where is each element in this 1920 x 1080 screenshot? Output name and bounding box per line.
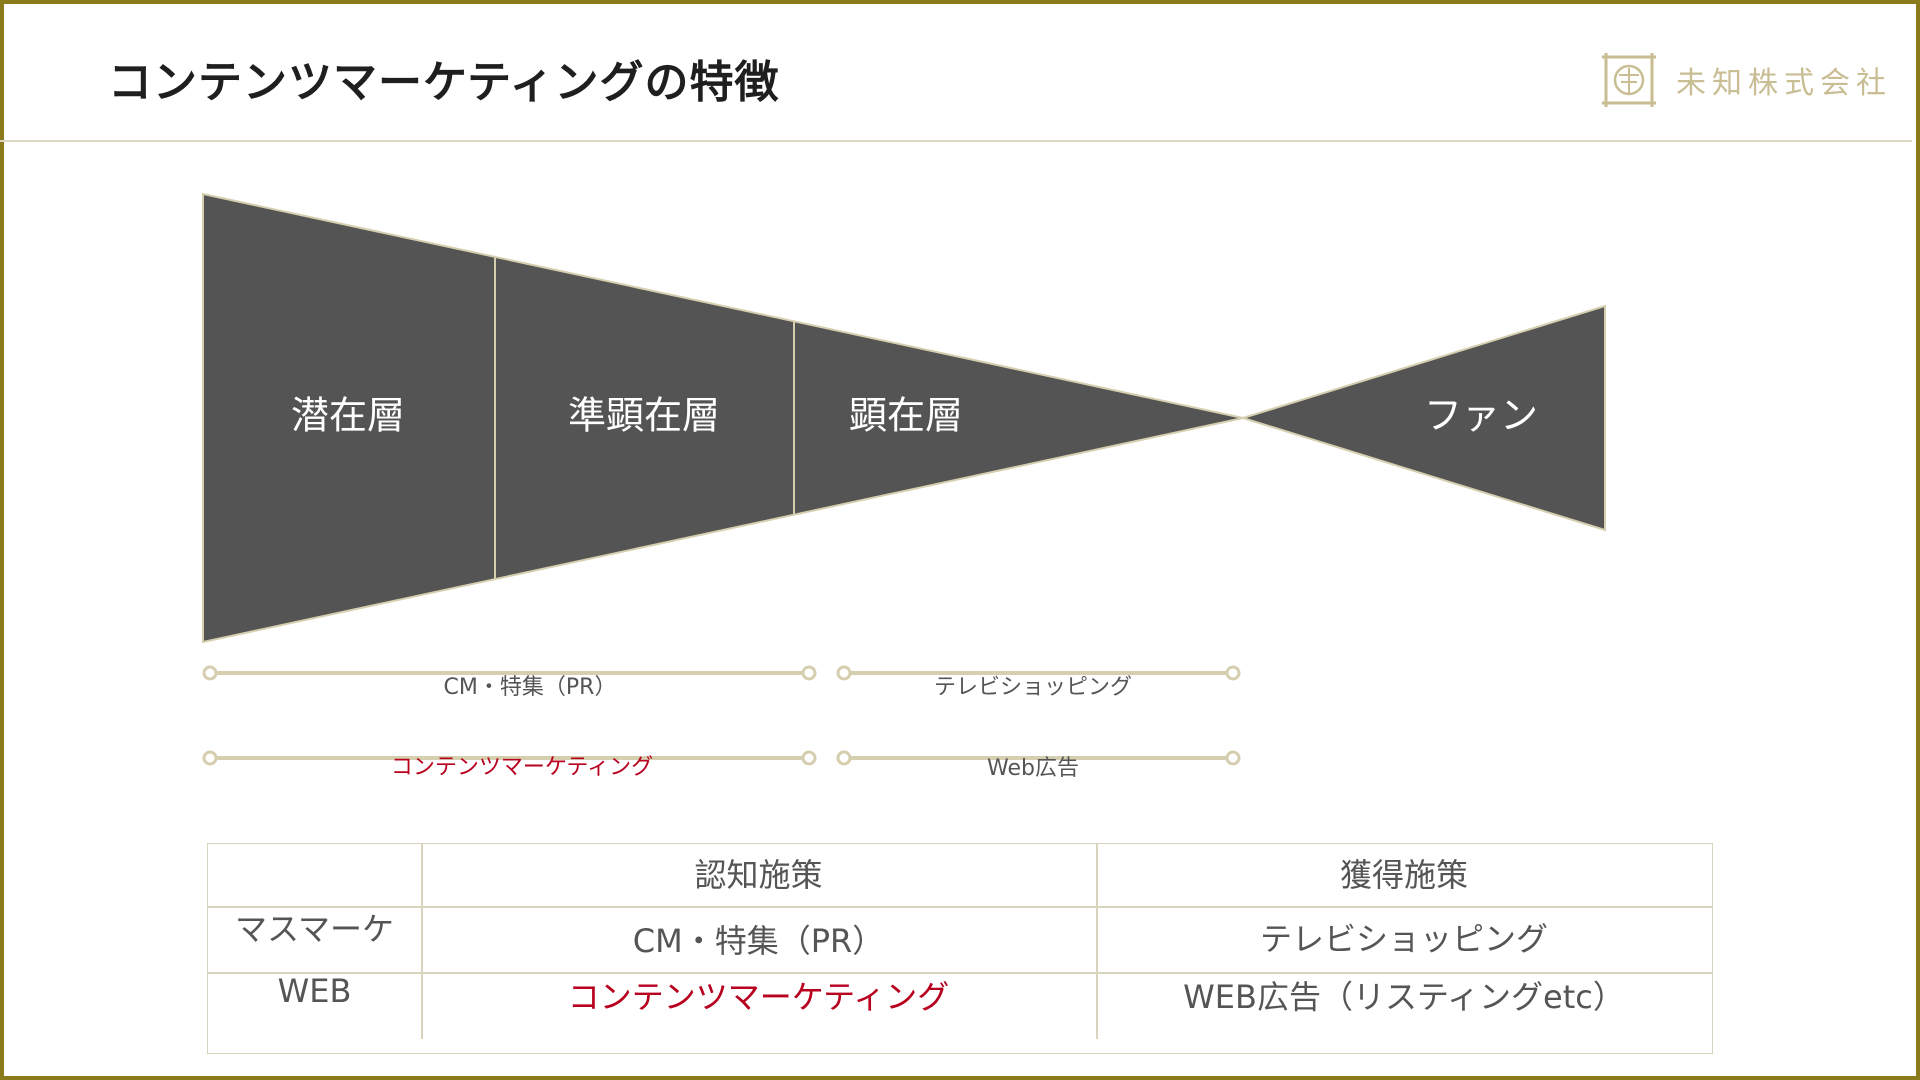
timeline-label-web-ads: Web広告 — [987, 756, 1079, 781]
table-col-divider — [1096, 844, 1098, 1039]
stage-label-manifest: 顕在層 — [849, 394, 963, 438]
table-cell-web-acquisition: WEB広告（リスティングetc） — [1183, 978, 1625, 1016]
table-row-label-web: WEB — [277, 972, 352, 1010]
table-cell-mass-awareness: CM・特集（PR） — [632, 922, 885, 960]
timeline-label-tv-shopping: テレビショッピング — [934, 675, 1132, 700]
timeline-label-content-marketing: コンテンツマーケティング — [391, 755, 653, 780]
table-cell-web-awareness: コンテンツマーケティング — [567, 978, 950, 1016]
company-name: 未知株式会社 — [1676, 66, 1892, 101]
timeline-content-marketing: コンテンツマーケティング — [202, 750, 817, 780]
table-row-divider — [208, 972, 1712, 974]
table-cell-mass-acquisition: テレビショッピング — [1259, 920, 1548, 958]
stage-label-fan: ファン — [1424, 394, 1538, 438]
stage-label-latent: 潜在層 — [291, 394, 405, 438]
company-seal-icon — [1602, 53, 1656, 107]
timeline-tv-shopping: テレビショッピング — [836, 665, 1241, 700]
timeline-web-ads: Web広告 — [836, 750, 1241, 781]
timeline-label-cm: CM・特集（PR） — [444, 675, 617, 700]
table-header-awareness: 認知施策 — [694, 856, 823, 894]
table-header-acquisition: 獲得施策 — [1339, 856, 1468, 894]
strategy-table: 認知施策 獲得施策 マスマーケ CM・特集（PR） テレビショッピング WEB … — [207, 843, 1713, 1054]
table-row-divider — [208, 906, 1712, 908]
stage-label-semi-manifest: 準顕在層 — [568, 394, 720, 438]
slide-header: コンテンツマーケティングの特徴 未知株式会社 — [0, 0, 1912, 142]
funnel-left — [202, 192, 1244, 644]
timeline-cm: CM・特集（PR） — [202, 665, 817, 700]
funnel-right — [1239, 304, 1606, 532]
company-logo: 未知株式会社 — [1600, 48, 1892, 112]
table-row-label-mass: マスマーケ — [234, 910, 395, 948]
table-col-divider — [421, 844, 423, 1039]
page-title: コンテンツマーケティングの特徴 — [108, 57, 780, 108]
